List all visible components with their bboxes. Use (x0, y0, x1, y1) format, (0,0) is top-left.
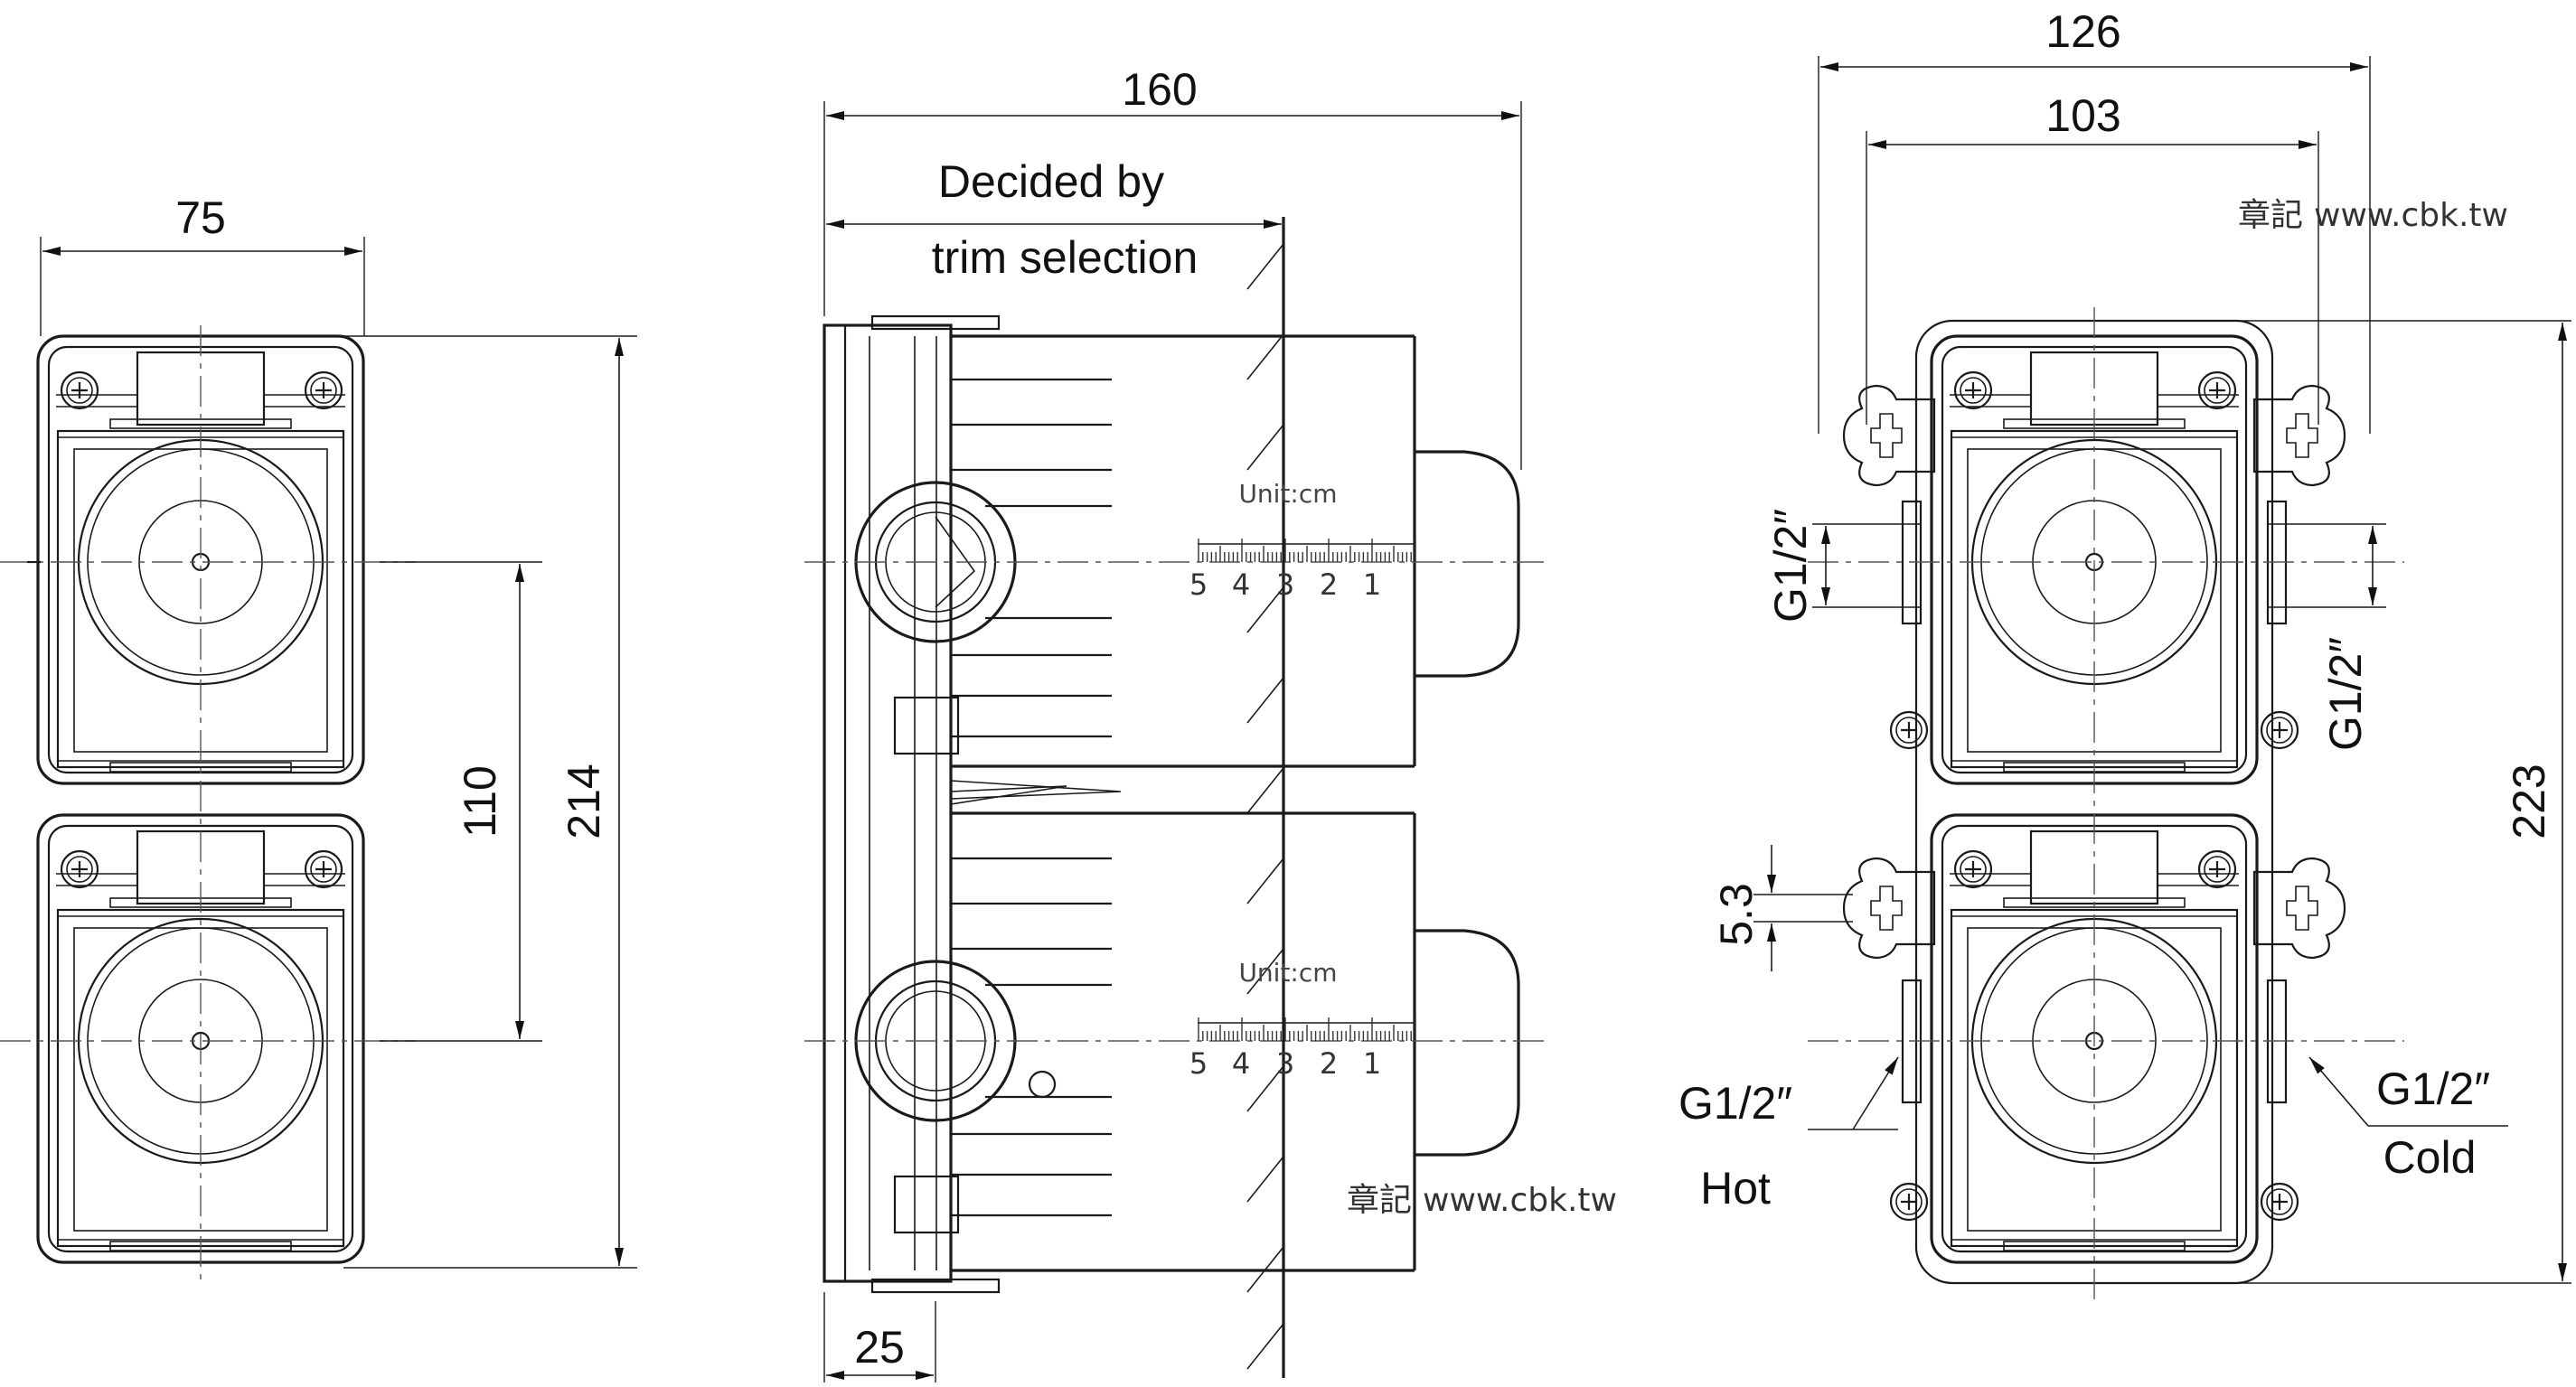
watermark-url-middle: www.cbk.tw (1423, 1182, 1617, 1219)
screw-icon (1953, 849, 1993, 889)
side-view: Unit:cm 5 4 3 2 1 Unit:cm 5 4 3 2 1 160 … (804, 64, 1617, 1382)
dim-223: 223 (2504, 764, 2554, 839)
scale-tick-label: 1 (1363, 1046, 1381, 1081)
unit-label-upper: Unit:cm (1238, 479, 1337, 509)
unit-label-lower: Unit:cm (1238, 958, 1337, 988)
screw-icon (304, 370, 343, 410)
mounting-ear-icon (2252, 857, 2346, 960)
screw-icon (60, 370, 99, 410)
watermark-url-right: www.cbk.tw (2314, 197, 2508, 234)
scale-tick-label: 5 (1189, 1046, 1208, 1081)
screw-icon (2260, 710, 2299, 750)
cold-label: Cold (2383, 1132, 2477, 1183)
screw-icon (2260, 1182, 2299, 1222)
screw-icon (304, 849, 343, 889)
front-view: 75 110 214 (0, 192, 637, 1283)
dim-126: 126 (2045, 6, 2120, 57)
g12-hot-label: G1/2″ (1678, 1078, 1792, 1129)
dim-5-3: 5.3 (1711, 883, 1762, 946)
scale-tick-label: 2 (1320, 1046, 1338, 1081)
scale-tick-label: 4 (1232, 567, 1250, 602)
scale-tick-label: 2 (1320, 567, 1338, 602)
trim-selection-label: trim selection (932, 232, 1199, 283)
screw-icon (1889, 710, 1929, 750)
screw-icon (1889, 1182, 1929, 1222)
dim-25: 25 (854, 1322, 905, 1373)
screw-icon (2197, 370, 2237, 410)
dim-75: 75 (175, 192, 226, 243)
scale-tick-label: 3 (1276, 567, 1294, 602)
g12-cold-label: G1/2″ (2376, 1064, 2490, 1114)
scale-tick-label: 5 (1189, 567, 1208, 602)
screw-icon (1953, 370, 1993, 410)
scale-tick-label: 3 (1276, 1046, 1294, 1081)
mounting-ear-icon (1842, 857, 1936, 960)
mounting-ear-icon (1842, 384, 1936, 487)
dim-110: 110 (455, 765, 505, 838)
watermark-brand-middle: 章記 (1347, 1182, 1412, 1219)
dim-214: 214 (559, 764, 609, 839)
scale-ticks-upper (1198, 539, 1416, 562)
dim-103: 103 (2045, 90, 2120, 141)
mounting-view: 126 103 223 G1/2″ G1/2″ 5.3 G1/2″ Hot (1678, 6, 2571, 1301)
decided-by-label: Decided by (938, 156, 1164, 207)
scale-tick-label: 4 (1232, 1046, 1250, 1081)
scale-numbers-upper: 5 4 3 2 1 (1189, 567, 1381, 602)
screw-icon (2197, 849, 2237, 889)
scale-tick-label: 1 (1363, 567, 1381, 602)
scale-numbers-lower: 5 4 3 2 1 (1189, 1046, 1381, 1081)
screw-icon (60, 849, 99, 889)
g12-left-label: G1/2″ (1765, 509, 1816, 623)
scale-ticks-lower (1198, 1017, 1416, 1041)
mounting-ear-icon (2252, 384, 2346, 487)
g12-right-label: G1/2″ (2320, 637, 2371, 751)
hot-label: Hot (1700, 1163, 1771, 1214)
watermark-brand-right: 章記 (2238, 197, 2303, 234)
dim-160: 160 (1122, 64, 1197, 115)
